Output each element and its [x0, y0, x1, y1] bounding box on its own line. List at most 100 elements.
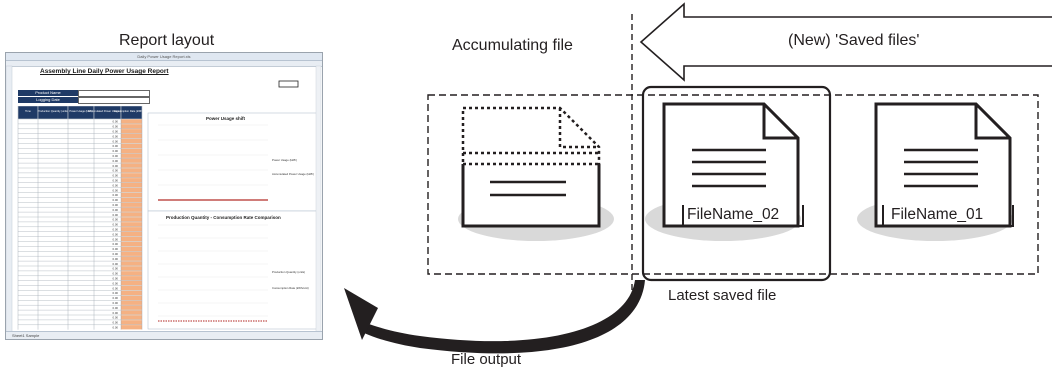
accumulated-cell-value: 0.00: [113, 213, 119, 217]
accumulated-cell-value: 0.00: [113, 134, 119, 138]
consumption-cell: [121, 217, 142, 222]
consumption-cell: [121, 236, 142, 242]
accumulating-file-label: Accumulating file: [452, 37, 573, 54]
consumption-cell: [121, 187, 142, 193]
consumption-cell: [121, 192, 142, 198]
consumption-cell: [121, 197, 142, 202]
accumulated-cell-value: 0.00: [113, 252, 119, 256]
consumption-cell: [121, 266, 142, 271]
latest-file-highlight: [641, 85, 832, 282]
info-label-product: Product Name: [18, 90, 78, 96]
chart2-title: Production Quantity - Consumption Rate C…: [166, 215, 281, 220]
chart1-legend-2: Accumulated Power Usage (kWh): [272, 172, 314, 176]
accumulated-cell-value: 0.00: [113, 208, 119, 212]
files-group-box: [427, 94, 1039, 275]
accumulating-file-icon: [461, 106, 601, 228]
chart1-legend-1: Power Usage (kWh): [272, 158, 297, 162]
consumption-cell: [121, 285, 142, 291]
consumption-cell: [121, 222, 142, 227]
chart2-frame: [147, 210, 319, 330]
table-header-text: Consumption Rate (kWh/units): [114, 109, 149, 113]
accumulated-cell-value: 0.00: [113, 130, 119, 134]
consumption-cell: [121, 183, 142, 188]
consumption-cell: [121, 138, 142, 144]
top-right-box: [278, 80, 299, 88]
accumulated-cell-value: 0.00: [113, 228, 119, 232]
consumption-cell: [121, 295, 142, 300]
consumption-cell: [121, 163, 142, 168]
consumption-cell: [121, 178, 142, 183]
consumption-cell: [121, 290, 142, 296]
accumulated-cell-value: 0.00: [113, 125, 119, 129]
accumulated-cell-value: 0.00: [113, 291, 119, 295]
accumulated-cell-value: 0.00: [113, 198, 119, 202]
consumption-cell: [121, 325, 142, 330]
sheet-title: Assembly Line Daily Power Usage Report: [40, 68, 169, 75]
chart1-title: Power Usage shift: [206, 116, 246, 121]
file02-document-icon: [662, 102, 800, 228]
info-value-product: [78, 90, 150, 97]
file-output-arrow-body: [364, 280, 645, 354]
accumulated-cell-value: 0.00: [113, 120, 119, 124]
file-output-label: File output: [451, 351, 522, 368]
accumulated-cell-value: 0.00: [113, 139, 119, 143]
saved-files-arrow: [639, 2, 1052, 82]
consumption-cell: [121, 202, 142, 207]
accumulated-cell-value: 0.00: [113, 218, 119, 222]
consumption-cell: [121, 305, 142, 310]
window-title-bar: Daily Power Usage Report.xls: [6, 53, 322, 61]
accumulated-cell-value: 0.00: [113, 193, 119, 197]
consumption-cell: [121, 158, 142, 163]
table-header-text: Time: [25, 109, 31, 113]
report-layout-caption: Report layout: [119, 32, 215, 49]
consumption-cell: [121, 148, 142, 153]
accumulated-cell-value: 0.00: [113, 247, 119, 251]
accumulated-cell-value: 0.00: [113, 326, 119, 330]
accumulated-cell-value: 0.00: [113, 203, 119, 207]
consumption-cell: [121, 251, 142, 256]
consumption-cell: [121, 300, 142, 305]
accumulated-cell-value: 0.00: [113, 237, 119, 241]
accumulated-cell-value: 0.00: [113, 286, 119, 290]
chart1-frame: [147, 112, 319, 212]
chart2-legend-1: Production Quantity (units): [272, 270, 305, 274]
consumption-cell: [121, 271, 142, 276]
consumption-cell: [121, 119, 142, 124]
consumption-cell: [121, 212, 142, 217]
accumulated-cell-value: 0.00: [113, 316, 119, 320]
consumption-cell: [121, 261, 142, 266]
info-label-date: Logging Date: [18, 97, 78, 103]
accumulated-cell-value: 0.00: [113, 183, 119, 187]
saved-files-label: (New) 'Saved files': [788, 32, 920, 49]
latest-saved-file-label: Latest saved file: [668, 287, 777, 304]
consumption-cell: [121, 320, 142, 325]
accumulated-cell-value: 0.00: [113, 277, 119, 281]
column-header-row: [6, 61, 322, 67]
consumption-cell: [121, 153, 142, 158]
consumption-cell: [121, 315, 142, 320]
accumulated-cell-value: 0.00: [113, 232, 119, 236]
accumulated-cell-value: 0.00: [113, 144, 119, 148]
accumulated-cell-value: 0.00: [113, 267, 119, 271]
accumulated-cell-value: 0.00: [113, 321, 119, 325]
consumption-cell: [121, 134, 142, 139]
consumption-cell: [121, 168, 142, 173]
file02-name-bracket: [682, 205, 804, 227]
file01-document-icon: [874, 102, 1012, 228]
consumption-cell: [121, 129, 142, 134]
consumption-cell: [121, 124, 142, 129]
table-header-text: Accumulated Power Usage (kWh): [88, 109, 127, 113]
consumption-cell: [121, 232, 142, 237]
accumulated-cell-value: 0.00: [113, 281, 119, 285]
consumption-cell: [121, 143, 142, 149]
accumulated-cell-value: 0.00: [113, 306, 119, 310]
accumulated-cell-value: 0.00: [113, 169, 119, 173]
consumption-cell: [121, 246, 142, 251]
accumulated-cell-value: 0.00: [113, 188, 119, 192]
accumulated-cell-value: 0.00: [113, 242, 119, 246]
consumption-cell: [121, 173, 142, 178]
accumulated-cell-value: 0.00: [113, 154, 119, 158]
accumulated-cell-value: 0.00: [113, 301, 119, 305]
report-spreadsheet-thumbnail: Daily Power Usage Report.xls Assembly Li…: [5, 52, 323, 340]
chart2-legend-2: Consumption Rate (kWh/unit): [272, 286, 309, 290]
